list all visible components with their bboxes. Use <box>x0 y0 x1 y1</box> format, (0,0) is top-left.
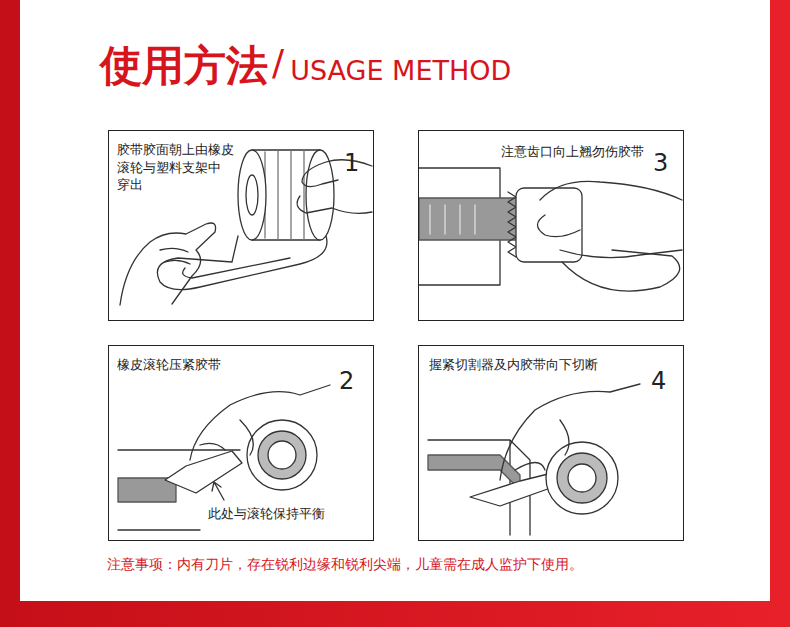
step-panel: 注意齿口向上翘勿伤胶带 3 <box>418 130 684 321</box>
dispenser-handle <box>562 250 680 291</box>
step-instruction: 橡皮滚轮压紧胶带 <box>117 356 221 374</box>
white-panel <box>20 0 770 601</box>
tape-roll-front <box>238 150 266 240</box>
page-title: 使用方法 <box>100 38 268 94</box>
title-separator: / <box>272 42 284 83</box>
step-number: 3 <box>653 147 668 179</box>
tape-roll-hub <box>246 175 258 215</box>
step-panel: 橡皮滚轮压紧胶带 2 此处与滚轮保持平衡 <box>108 345 374 541</box>
dispenser-body <box>516 188 582 262</box>
step-instruction: 注意齿口向上翘勿伤胶带 <box>501 143 644 161</box>
left-hand-fingers <box>160 248 190 264</box>
title-english: USAGE METHOD <box>290 55 511 86</box>
step4-illustration <box>428 384 640 535</box>
tape-roll-core <box>568 464 596 492</box>
callout-text: 此处与滚轮保持平衡 <box>208 505 325 523</box>
tape-strip-lines <box>430 205 475 234</box>
tape-roll-back <box>306 150 334 240</box>
hand <box>500 384 640 480</box>
hand <box>190 385 330 460</box>
tape-roll <box>546 442 618 514</box>
step-number: 1 <box>344 147 359 179</box>
safety-note: 注意事项：内有刀片，存在锐利边缘和锐利尖端，儿童需在成人监护下使用。 <box>107 556 583 574</box>
step-instruction: 胶带胶面朝上由橡皮 滚轮与塑料支架中 穿出 <box>117 141 236 194</box>
right-hand <box>297 160 372 214</box>
step-number: 4 <box>651 365 666 397</box>
tape-roll-core <box>268 441 296 469</box>
callout-arrow <box>212 482 224 500</box>
cutter-teeth <box>508 192 516 257</box>
step-instruction: 握紧切割器及内胶带向下切断 <box>429 356 598 374</box>
step-panel: 胶带胶面朝上由橡皮 滚轮与塑料支架中 穿出 1 <box>108 130 374 321</box>
tape-stripes <box>265 151 304 239</box>
step3-illustration <box>419 168 682 291</box>
tape-roll-layer <box>557 453 607 503</box>
tape-strip <box>419 198 519 240</box>
tape-roll-layer <box>258 431 306 479</box>
step-number: 2 <box>339 365 354 397</box>
left-hand <box>120 223 216 305</box>
tape-roll <box>247 420 317 490</box>
step-panel: 握紧切割器及内胶带向下切断 4 <box>418 345 684 541</box>
cutter-blade <box>165 451 242 493</box>
hand <box>538 181 683 257</box>
step2-illustration <box>118 385 330 530</box>
dispenser-frame <box>157 236 327 290</box>
